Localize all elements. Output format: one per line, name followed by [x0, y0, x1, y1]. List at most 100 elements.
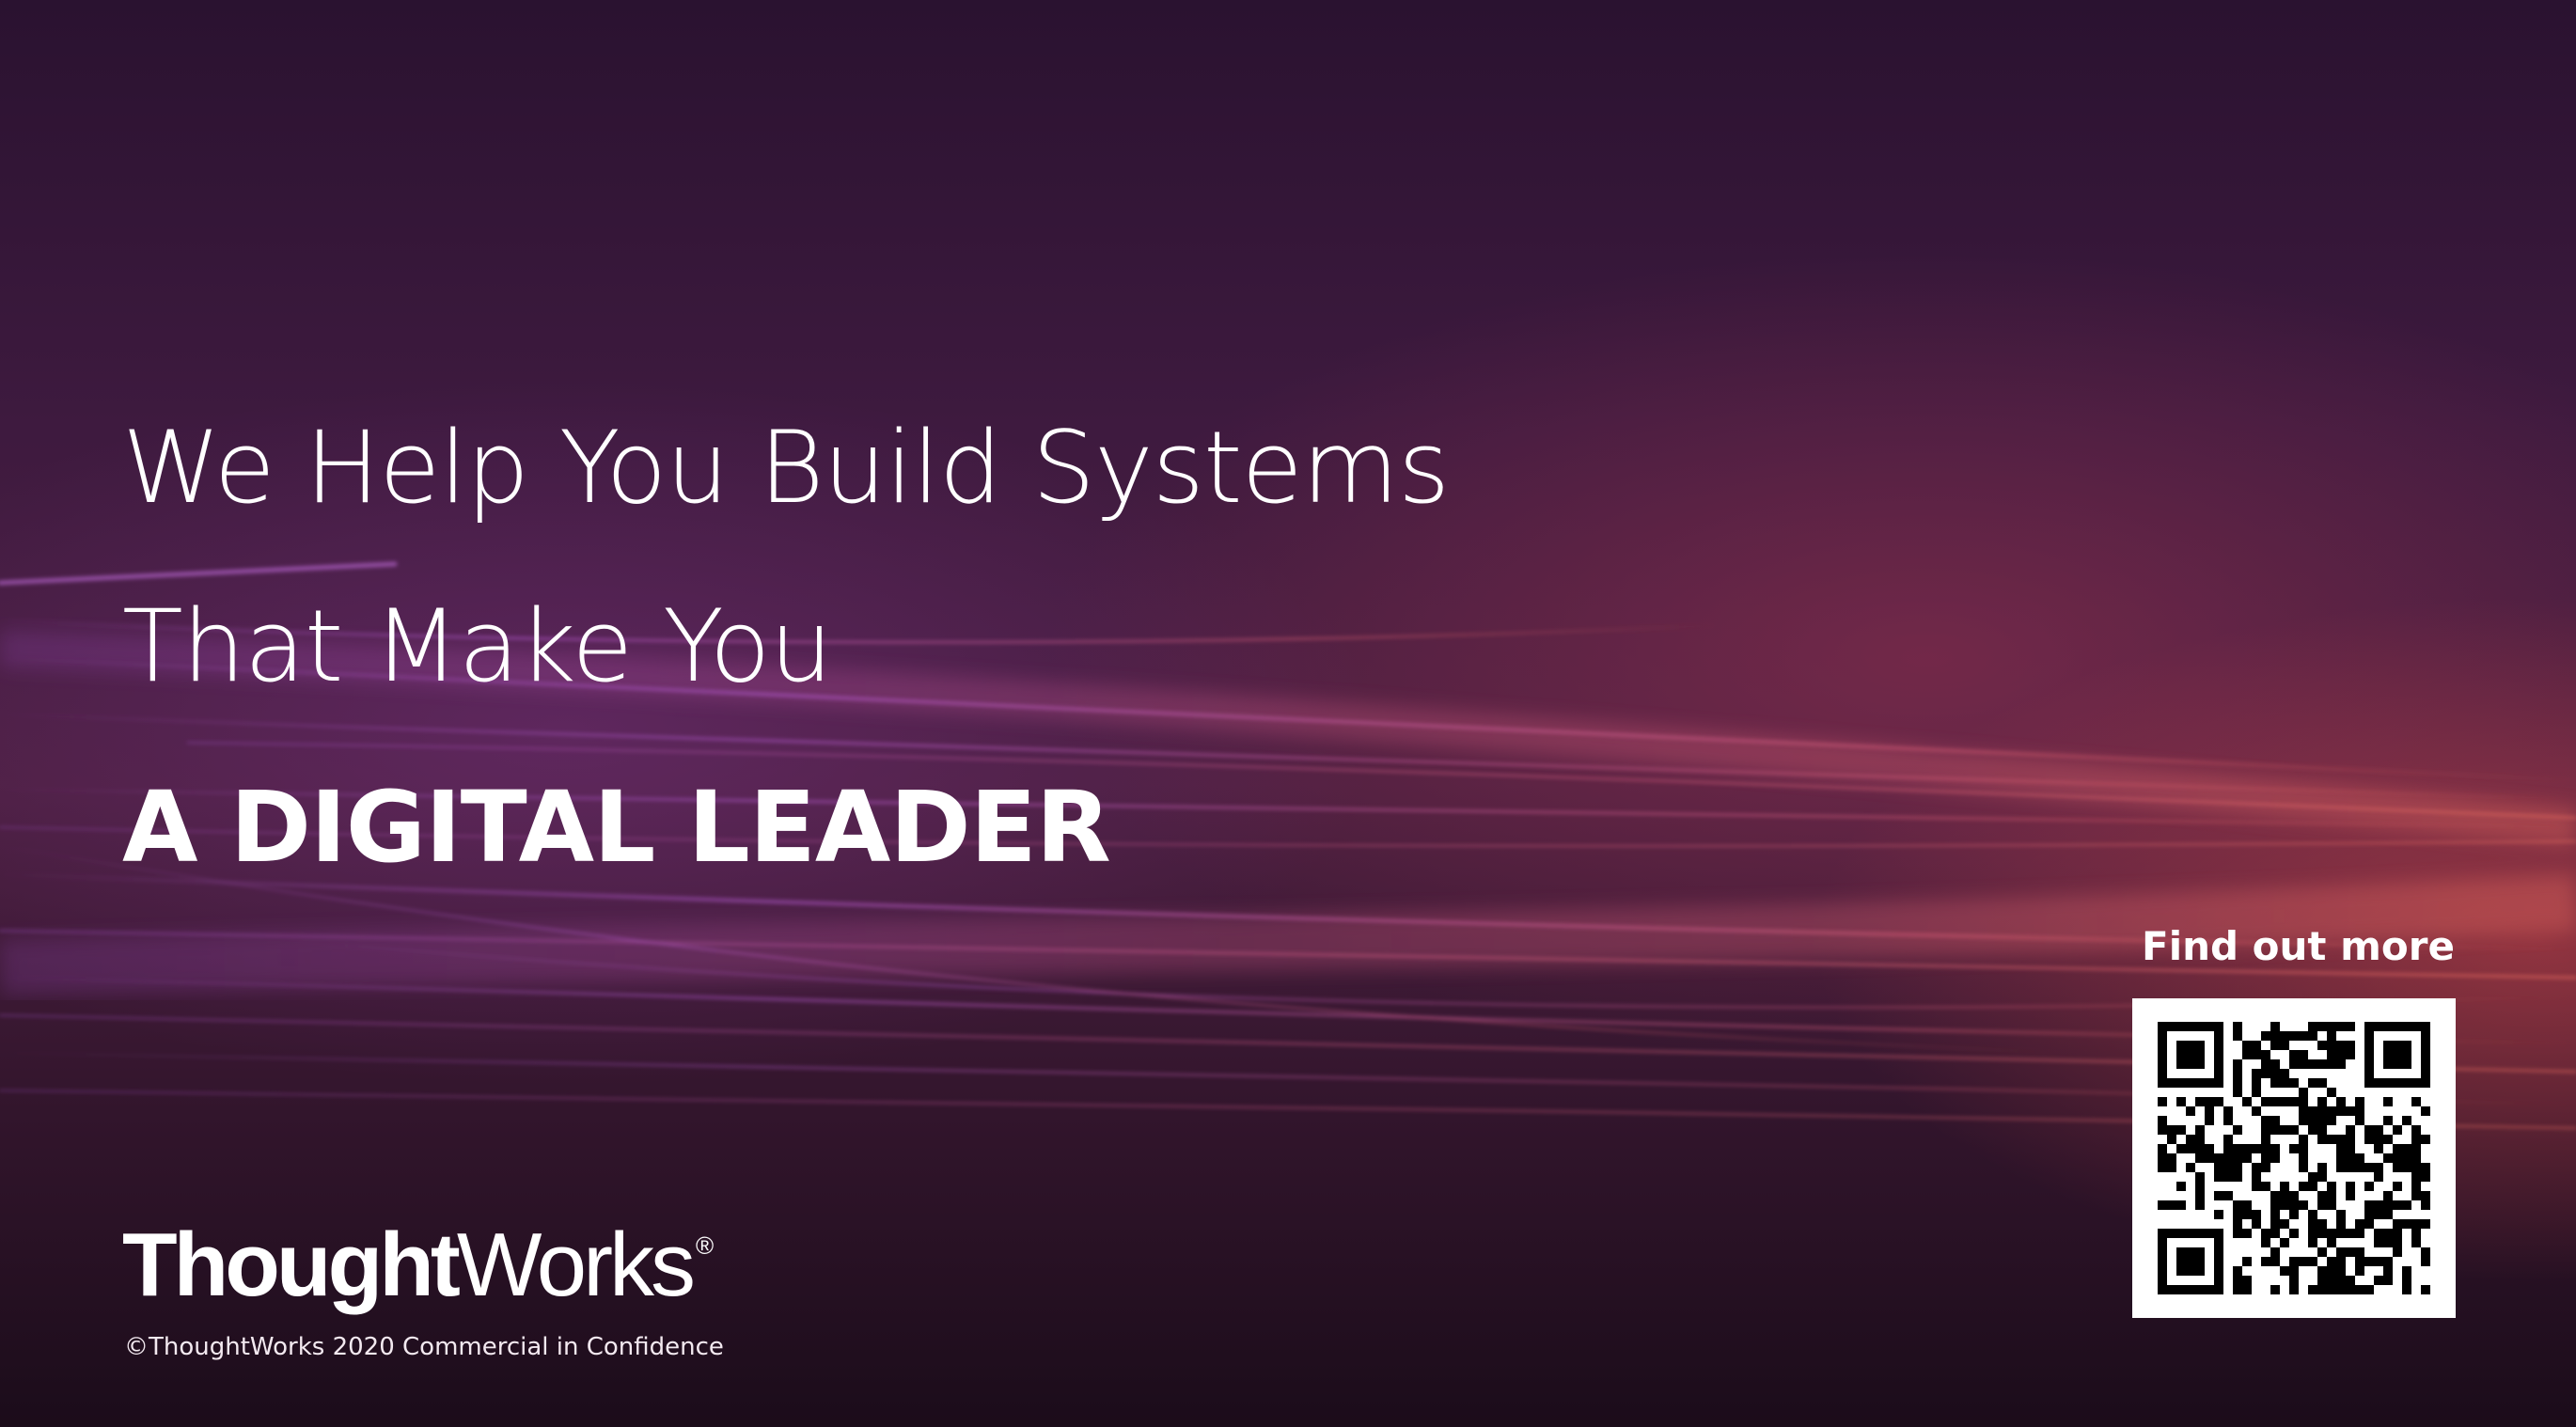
qr-module — [2280, 1238, 2289, 1247]
qr-module — [2195, 1191, 2205, 1200]
qr-module — [2261, 1257, 2270, 1266]
qr-module — [2336, 1219, 2346, 1229]
qr-module — [2327, 1229, 2336, 1238]
find-out-more-label: Find out more — [2142, 923, 2455, 969]
qr-module — [2233, 1276, 2242, 1285]
qr-finder-inner — [2176, 1247, 2205, 1276]
qr-module — [2289, 1200, 2299, 1210]
copyright-notice: ©ThoughtWorks 2020 Commercial in Confide… — [124, 1333, 724, 1361]
qr-module — [2383, 1116, 2393, 1125]
qr-module — [2421, 1247, 2430, 1257]
qr-module — [2346, 1182, 2355, 1191]
qr-module — [2299, 1031, 2308, 1041]
qr-module — [2261, 1097, 2270, 1106]
qr-module — [2299, 1163, 2308, 1172]
qr-module — [2195, 1182, 2205, 1191]
qr-module — [2383, 1257, 2393, 1266]
qr-module — [2411, 1229, 2421, 1238]
qr-code-icon[interactable] — [2132, 998, 2456, 1318]
qr-module — [2242, 1097, 2252, 1106]
qr-module — [2299, 1257, 2308, 1266]
qr-module — [2421, 1200, 2430, 1210]
qr-module — [2327, 1266, 2336, 1276]
qr-module — [2317, 1200, 2327, 1210]
qr-module — [2289, 1266, 2299, 1276]
qr-module — [2280, 1219, 2289, 1229]
qr-module — [2393, 1238, 2402, 1247]
qr-module — [2355, 1219, 2364, 1229]
qr-module — [2270, 1144, 2280, 1153]
qr-module — [2252, 1069, 2261, 1078]
qr-module — [2270, 1078, 2280, 1088]
qr-module — [2289, 1050, 2299, 1059]
qr-module — [2364, 1125, 2374, 1135]
qr-module — [2317, 1191, 2327, 1200]
qr-module — [2317, 1106, 2327, 1116]
qr-module — [2346, 1144, 2355, 1153]
qr-module — [2195, 1135, 2205, 1144]
qr-module — [2421, 1172, 2430, 1182]
qr-module — [2289, 1031, 2299, 1041]
qr-module — [2336, 1276, 2346, 1285]
qr-module — [2364, 1200, 2374, 1210]
qr-module — [2158, 1097, 2167, 1106]
qr-module — [2223, 1172, 2233, 1182]
qr-module — [2355, 1097, 2364, 1106]
qr-module — [2393, 1200, 2402, 1210]
qr-module — [2242, 1276, 2252, 1285]
logo-regular-part: Works — [456, 1215, 696, 1315]
qr-module — [2289, 1059, 2299, 1069]
qr-module — [2252, 1144, 2261, 1153]
qr-module — [2336, 1210, 2346, 1219]
qr-module — [2317, 1059, 2327, 1069]
qr-module — [2261, 1031, 2270, 1041]
qr-module — [2252, 1163, 2261, 1172]
qr-module — [2383, 1097, 2393, 1106]
qr-module — [2336, 1050, 2346, 1059]
qr-module — [2393, 1182, 2402, 1191]
qr-module — [2317, 1266, 2327, 1276]
qr-module — [2355, 1116, 2364, 1125]
qr-module — [2205, 1153, 2214, 1163]
qr-module — [2252, 1106, 2261, 1116]
qr-module — [2289, 1078, 2299, 1088]
qr-module — [2280, 1125, 2289, 1135]
qr-module — [2411, 1172, 2421, 1182]
qr-module — [2336, 1106, 2346, 1116]
qr-module — [2270, 1031, 2280, 1041]
qr-module — [2402, 1200, 2411, 1210]
qr-module — [2411, 1219, 2421, 1229]
qr-module — [2223, 1116, 2233, 1125]
qr-module — [2176, 1097, 2186, 1106]
qr-module — [2308, 1125, 2317, 1135]
qr-module — [2336, 1135, 2346, 1144]
qr-module — [2393, 1153, 2402, 1163]
qr-module — [2214, 1172, 2223, 1182]
qr-module — [2205, 1144, 2214, 1153]
qr-module — [2402, 1153, 2411, 1163]
qr-module — [2261, 1125, 2270, 1135]
qr-module — [2186, 1135, 2195, 1144]
qr-module — [2364, 1257, 2374, 1266]
qr-module — [2270, 1229, 2280, 1238]
qr-module — [2374, 1229, 2383, 1238]
qr-module — [2242, 1050, 2252, 1059]
qr-module — [2270, 1210, 2280, 1219]
qr-module — [2336, 1144, 2346, 1153]
qr-module — [2383, 1276, 2393, 1285]
qr-module — [2195, 1144, 2205, 1153]
qr-module — [2327, 1059, 2336, 1069]
qr-module — [2411, 1182, 2421, 1191]
qr-module — [2233, 1172, 2242, 1182]
qr-module — [2327, 1257, 2336, 1266]
thoughtworks-logo: ThoughtWorks® — [122, 1220, 714, 1310]
qr-module — [2261, 1059, 2270, 1069]
qr-module — [2308, 1182, 2317, 1191]
qr-module — [2421, 1257, 2430, 1266]
qr-module — [2270, 1116, 2280, 1125]
qr-module — [2280, 1069, 2289, 1078]
qr-module — [2280, 1182, 2289, 1191]
qr-module — [2289, 1257, 2299, 1266]
qr-module — [2336, 1153, 2346, 1163]
